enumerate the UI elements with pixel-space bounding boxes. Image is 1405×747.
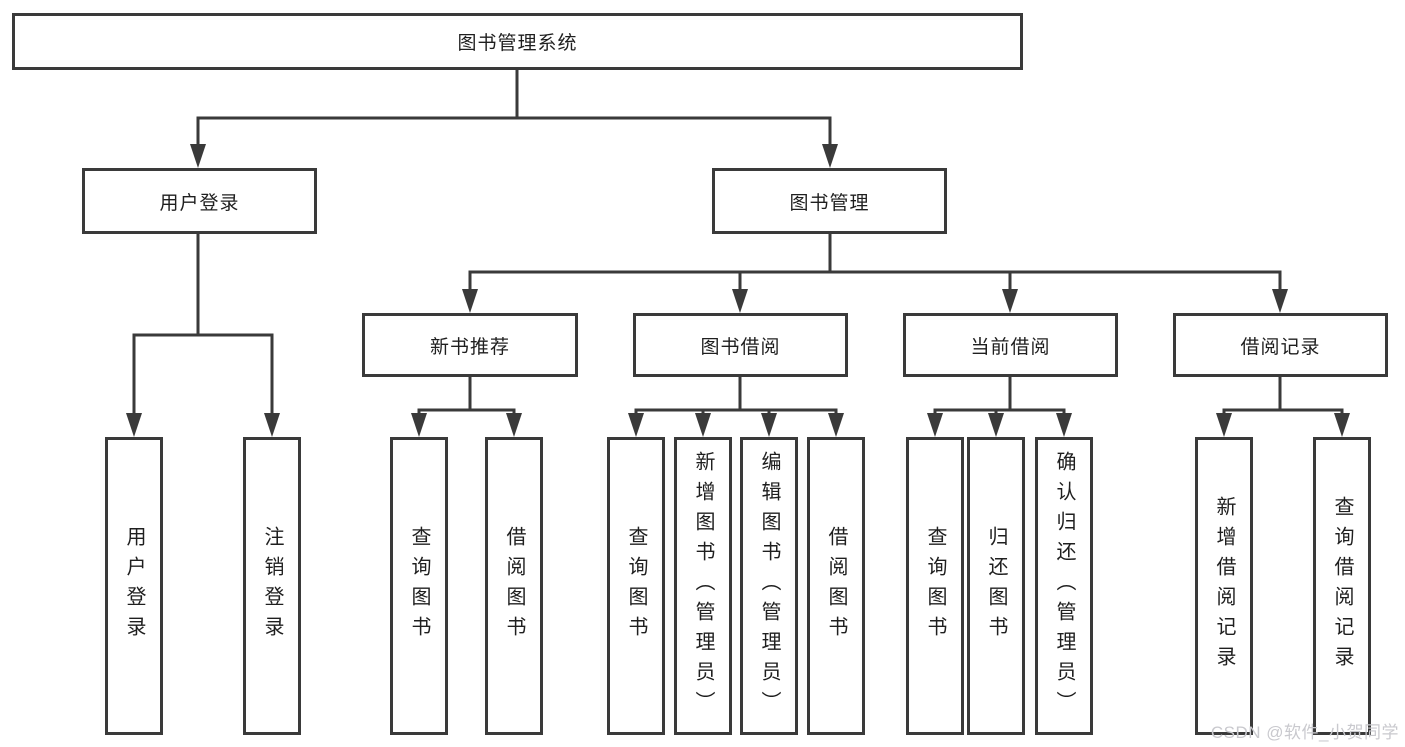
node-current-borrowing: 当前借阅 [903, 313, 1118, 377]
node-confirm-return-admin: 确认归还（管理员） [1035, 437, 1093, 735]
node-logout-login: 注销登录 [243, 437, 301, 735]
node-book-borrowing: 图书借阅 [633, 313, 848, 377]
node-add-books-admin: 新增图书（管理员） [674, 437, 732, 735]
node-edit-books-admin: 编辑图书（管理员） [740, 437, 798, 735]
csdn-watermark: CSDN @软件_小贺同学 [1210, 723, 1399, 742]
node-new-book-recommendation: 新书推荐 [362, 313, 578, 377]
node-add-borrow-record: 新增借阅记录 [1195, 437, 1253, 735]
node-query-books-borrowing: 查询图书 [607, 437, 665, 735]
node-borrow-books-recommend: 借阅图书 [485, 437, 543, 735]
node-query-books-current: 查询图书 [906, 437, 964, 735]
arrowheads [126, 144, 1350, 437]
node-library-management-system: 图书管理系统 [12, 13, 1023, 70]
node-borrowing-records: 借阅记录 [1173, 313, 1388, 377]
node-return-books: 归还图书 [967, 437, 1025, 735]
node-user-login-branch: 用户登录 [82, 168, 317, 234]
node-book-management-branch: 图书管理 [712, 168, 947, 234]
node-user-login: 用户登录 [105, 437, 163, 735]
node-query-borrow-record: 查询借阅记录 [1313, 437, 1371, 735]
node-borrow-books-borrowing: 借阅图书 [807, 437, 865, 735]
node-query-books-recommend: 查询图书 [390, 437, 448, 735]
